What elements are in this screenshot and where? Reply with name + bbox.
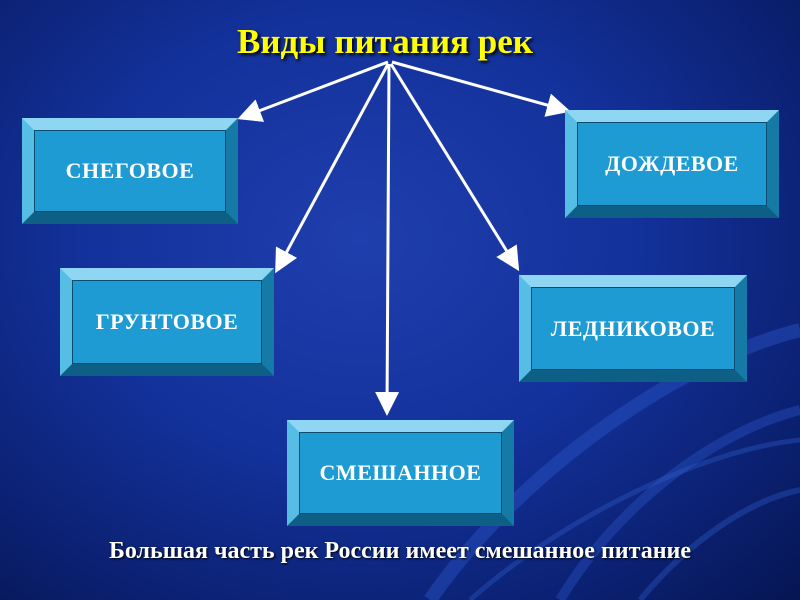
footer-text: Большая часть рек России имеет смешанное…	[108, 538, 691, 564]
arrow-to-mixed	[375, 63, 400, 416]
slide-title: Виды питания рек	[237, 22, 533, 61]
arrow-to-glacier	[389, 63, 520, 272]
box-snow: СНЕГОВОЕ	[22, 118, 238, 224]
box-glacier: ЛЕДНИКОВОЕ	[519, 275, 747, 382]
box-mixed: СМЕШАННОЕ	[287, 420, 514, 526]
box-rain-label: ДОЖДЕВОЕ	[577, 122, 767, 206]
box-snow-label: СНЕГОВОЕ	[34, 130, 226, 212]
box-glacier-label: ЛЕДНИКОВОЕ	[531, 287, 735, 370]
arrow-to-ground	[275, 63, 390, 274]
arrow-to-snow	[237, 60, 389, 122]
box-ground-label: ГРУНТОВОЕ	[72, 280, 262, 364]
box-rain: ДОЖДЕВОЕ	[565, 110, 779, 218]
arrow-to-rain	[391, 60, 571, 117]
box-ground: ГРУНТОВОЕ	[60, 268, 274, 376]
box-mixed-label: СМЕШАННОЕ	[299, 432, 502, 514]
